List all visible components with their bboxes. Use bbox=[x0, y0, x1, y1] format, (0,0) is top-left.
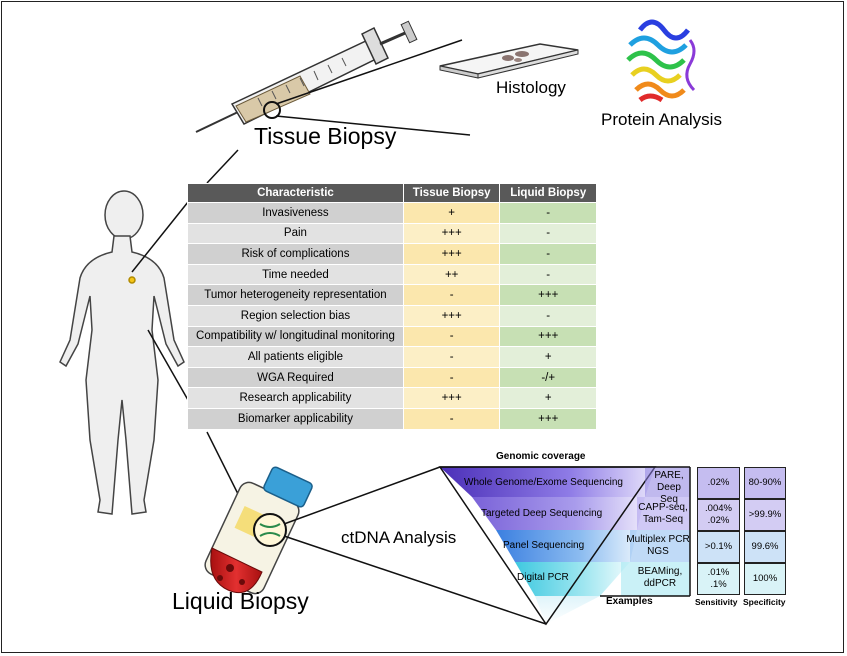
table-cell: +++ bbox=[499, 325, 597, 348]
table-cell: - bbox=[499, 263, 597, 286]
table-cell: Biomarker applicability bbox=[187, 407, 404, 430]
table-row: Invasiveness+- bbox=[187, 202, 597, 224]
table-cell: - bbox=[402, 284, 501, 306]
specificity-cell: 99.6% bbox=[744, 531, 786, 563]
syringe-icon bbox=[195, 20, 418, 133]
table-cell: Risk of complications bbox=[187, 243, 404, 265]
table-cell: - bbox=[402, 346, 501, 368]
tier-label: Digital PCR bbox=[517, 572, 569, 583]
connector-line bbox=[283, 466, 441, 525]
column-header: Tissue Biopsy bbox=[402, 183, 501, 203]
table-cell: + bbox=[499, 387, 597, 409]
table-cell: Pain bbox=[187, 222, 404, 245]
table-cell: +++ bbox=[499, 284, 597, 306]
table-cell: - bbox=[499, 243, 597, 265]
connector-line bbox=[206, 149, 239, 184]
table-cell: - bbox=[402, 325, 501, 348]
connector-line bbox=[275, 39, 463, 105]
histology-slide-icon bbox=[439, 43, 579, 79]
table-cell: +++ bbox=[402, 243, 501, 265]
table-cell: Tumor heterogeneity representation bbox=[187, 284, 404, 306]
connector-line bbox=[147, 329, 189, 401]
tier-label: Whole Genome/Exome Sequencing bbox=[464, 477, 623, 488]
example-text: CAPP-seq,Tam-Seq bbox=[638, 502, 688, 525]
examples-label: Examples bbox=[606, 596, 653, 607]
table-cell: +++ bbox=[402, 304, 501, 327]
histology-label: Histology bbox=[496, 78, 566, 97]
table-row: Region selection bias+++- bbox=[187, 304, 597, 327]
ctdna-analysis-label: ctDNA Analysis bbox=[341, 528, 457, 547]
sensitivity-cell: .01%.1% bbox=[697, 563, 740, 595]
table-cell: WGA Required bbox=[187, 366, 404, 389]
connector-line bbox=[206, 431, 243, 503]
table-cell: - bbox=[499, 222, 597, 245]
table-cell: Invasiveness bbox=[187, 202, 404, 224]
table-cell: +++ bbox=[499, 407, 597, 430]
table-cell: ++ bbox=[402, 263, 501, 286]
specificity-cell: 100% bbox=[744, 563, 786, 595]
table-cell: + bbox=[499, 346, 597, 368]
table-cell: - bbox=[499, 304, 597, 327]
tier-label: Targeted Deep Sequencing bbox=[481, 508, 603, 519]
connector-line bbox=[275, 115, 471, 136]
protein-analysis-label: Protein Analysis bbox=[601, 110, 722, 129]
table-header-row: Characteristic Tissue Biopsy Liquid Biop… bbox=[187, 183, 597, 203]
table-row: Time needed++- bbox=[187, 263, 597, 286]
table-row: Pain+++- bbox=[187, 222, 597, 245]
table-row: Biomarker applicability-+++ bbox=[187, 407, 597, 430]
sensitivity-cell: .02% bbox=[697, 467, 740, 499]
table-cell: - bbox=[499, 202, 597, 224]
table-cell: - bbox=[402, 407, 501, 430]
table-cell: - bbox=[402, 366, 501, 389]
column-header: Liquid Biopsy bbox=[499, 183, 597, 203]
table-row: WGA Required--/+ bbox=[187, 366, 597, 389]
table-cell: Compatibility w/ longitudinal monitoring bbox=[187, 325, 404, 348]
genomic-coverage-label: Genomic coverage bbox=[496, 451, 586, 462]
table-cell: Research applicability bbox=[187, 387, 404, 409]
genomic-coverage-pyramid bbox=[438, 466, 691, 626]
table-cell: All patients eligible bbox=[187, 346, 404, 368]
sensitivity-label: Sensitivity bbox=[695, 597, 738, 607]
table-cell: +++ bbox=[402, 222, 501, 245]
specificity-label: Specificity bbox=[743, 597, 786, 607]
table-cell: + bbox=[402, 202, 501, 224]
table-cell: Region selection bias bbox=[187, 304, 404, 327]
table-cell: Time needed bbox=[187, 263, 404, 286]
table-cell: -/+ bbox=[499, 366, 597, 389]
liquid-biopsy-title: Liquid Biopsy bbox=[172, 588, 309, 614]
sensitivity-cell: .004%.02% bbox=[697, 499, 740, 531]
sensitivity-cell: >0.1% bbox=[697, 531, 740, 563]
connector-line bbox=[283, 535, 547, 625]
specificity-cell: 80-90% bbox=[744, 467, 786, 499]
tissue-biopsy-title: Tissue Biopsy bbox=[254, 123, 397, 149]
example-text: BEAMing,ddPCR bbox=[637, 566, 683, 589]
table-cell: +++ bbox=[402, 387, 501, 409]
blood-tube-icon bbox=[204, 466, 313, 595]
example-text: PARE,Deep Seq bbox=[654, 470, 684, 505]
comparison-table: Characteristic Tissue Biopsy Liquid Biop… bbox=[187, 183, 597, 430]
specificity-cell: >99.9% bbox=[744, 499, 786, 531]
table-row: Research applicability++++ bbox=[187, 387, 597, 409]
table-row: Tumor heterogeneity representation-+++ bbox=[187, 284, 597, 306]
column-header: Characteristic bbox=[187, 183, 404, 203]
human-body-icon bbox=[59, 190, 185, 515]
table-row: Risk of complications+++- bbox=[187, 243, 597, 265]
table-row: All patients eligible-+ bbox=[187, 346, 597, 368]
table-row: Compatibility w/ longitudinal monitoring… bbox=[187, 325, 597, 348]
tier-label: Panel Sequencing bbox=[503, 540, 585, 551]
protein-structure-icon bbox=[626, 19, 696, 103]
connector-line bbox=[131, 201, 189, 273]
